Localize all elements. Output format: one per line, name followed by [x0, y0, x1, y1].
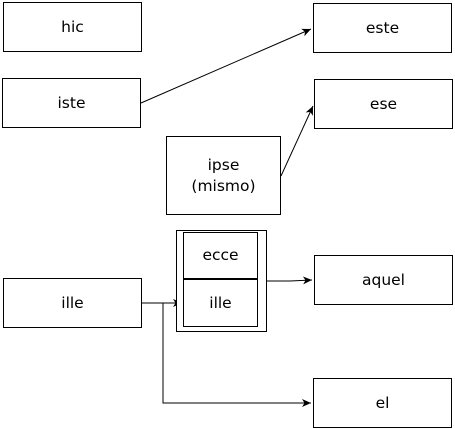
- node-este: este: [313, 3, 452, 53]
- node-label: hic: [61, 17, 84, 36]
- node-el: el: [313, 378, 452, 428]
- node-label: el: [375, 393, 390, 412]
- node-label: ese: [369, 94, 398, 113]
- node-ese: ese: [314, 79, 453, 129]
- node-label: ille: [61, 293, 84, 312]
- edge-ecce-ille-aquel: [267, 276, 313, 285]
- edge-iste-este: [140, 28, 312, 104]
- node-label: ipse (mismo): [191, 156, 256, 195]
- node-label: ille: [209, 293, 232, 312]
- edge-ille-el: [162, 303, 311, 407]
- node-ipse: ipse (mismo): [166, 136, 281, 215]
- node-label: ecce: [202, 246, 239, 265]
- node-ille-grouped: ille: [183, 279, 258, 327]
- node-ille: ille: [3, 278, 142, 328]
- node-label: este: [365, 18, 400, 37]
- node-label: iste: [57, 93, 86, 112]
- node-label: aquel: [361, 270, 405, 289]
- edge-ipse-ese: [280, 105, 314, 177]
- node-hic: hic: [3, 2, 142, 52]
- node-ecce: ecce: [183, 232, 258, 279]
- node-iste: iste: [2, 78, 141, 128]
- node-aquel: aquel: [314, 255, 453, 305]
